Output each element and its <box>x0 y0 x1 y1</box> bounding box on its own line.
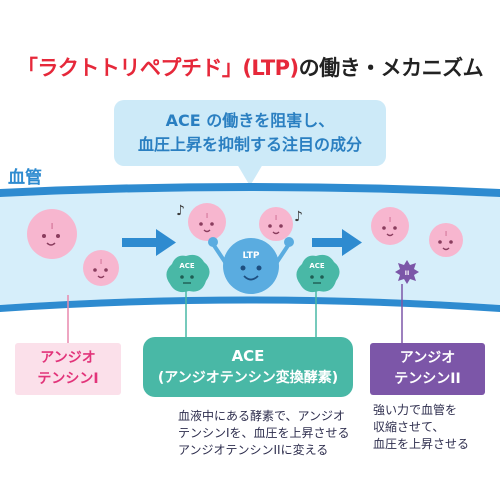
angiotensin2-label: アンジオ テンシンII <box>370 343 485 395</box>
angiotensin1-label: アンジオ テンシンⅠ <box>15 343 121 395</box>
angiotensin2-description-line-2: 収縮させて、 <box>373 420 445 434</box>
angiotensin2-line-1: アンジオ <box>399 350 456 366</box>
cell-mark-one: I <box>445 230 447 238</box>
callout-tail <box>237 164 263 186</box>
ace-badge-label: ACE <box>179 262 195 270</box>
ace-label-title: ACE <box>231 347 265 365</box>
vessel-label: 血管 <box>8 168 42 188</box>
ace-description-line-2: テンシンⅠを、血圧を上昇させる <box>178 426 350 440</box>
music-note-icon: ♪ <box>294 209 303 225</box>
ltp-character: LTP <box>208 237 294 294</box>
cell-mark-one: I <box>51 222 53 231</box>
ace-description: 血液中にある酵素で、アンジオ テンシンⅠを、血圧を上昇させる アンジオテンシンI… <box>178 408 350 459</box>
angiotensin2-description-line-1: 強い力で血管を <box>373 403 458 417</box>
cell-mark-one: I <box>206 212 208 220</box>
angiotensin1-cell-middle-right: I <box>259 207 293 241</box>
ace-description-line-1: 血液中にある酵素で、アンジオ <box>178 409 346 423</box>
angiotensin1-cell-middle-left: I <box>188 203 226 241</box>
angiotensin1-line-1: アンジオ <box>40 350 96 366</box>
angiotensin1-cell-large: I <box>27 209 77 259</box>
ltp-callout: ACE の働きを阻害し、 血圧上昇を抑制する注目の成分 <box>114 100 386 166</box>
angiotensin1-cell-right-top: I <box>371 207 409 245</box>
angiotensin2-cell: II <box>395 260 419 284</box>
music-note-icon: ♪ <box>176 203 185 219</box>
cell-mark-one: I <box>100 258 102 266</box>
callout-line-2: 血圧上昇を抑制する注目の成分 <box>137 135 362 154</box>
ace-label: ACE (アンジオテンシン変換酵素) <box>143 337 353 397</box>
ace-label-subtitle: (アンジオテンシン変換酵素) <box>157 370 339 386</box>
title-highlight: 「ラクトトリペプチド」(LTP) <box>16 56 299 80</box>
angiotensin2-description-line-3: 血圧を上昇させる <box>373 437 470 451</box>
page-title: 「ラクトトリペプチド」(LTP)の働き・メカニズム <box>0 52 500 82</box>
title-rest: の働き・メカニズム <box>298 56 484 80</box>
angiotensin1-line-2: テンシンⅠ <box>37 371 99 387</box>
ltp-label: LTP <box>243 251 260 261</box>
cell-mark-one: I <box>389 216 391 224</box>
angiotensin2-description: 強い力で血管を 収縮させて、 血圧を上昇させる <box>373 402 469 453</box>
angiotensin2-line-2: テンシンII <box>394 371 461 387</box>
cell-mark-one: I <box>275 214 277 222</box>
ace-enzyme-left: ACE <box>166 254 210 293</box>
flow-arrow-1 <box>122 229 176 256</box>
angiotensin1-cell-small: I <box>83 250 119 286</box>
vessel-wall-bottom <box>0 296 500 312</box>
ace-description-line-3: アンジオテンシンIIに変える <box>178 443 329 457</box>
vessel-wall-top <box>0 183 500 197</box>
ace-enzyme-right: ACE <box>296 254 340 293</box>
flow-arrow-2 <box>312 229 362 256</box>
ace-badge-label: ACE <box>309 262 325 270</box>
cell-mark-two: II <box>405 270 409 277</box>
angiotensin1-cell-right-edge: I <box>429 223 463 257</box>
callout-line-1: ACE の働きを阻害し、 <box>165 111 335 130</box>
